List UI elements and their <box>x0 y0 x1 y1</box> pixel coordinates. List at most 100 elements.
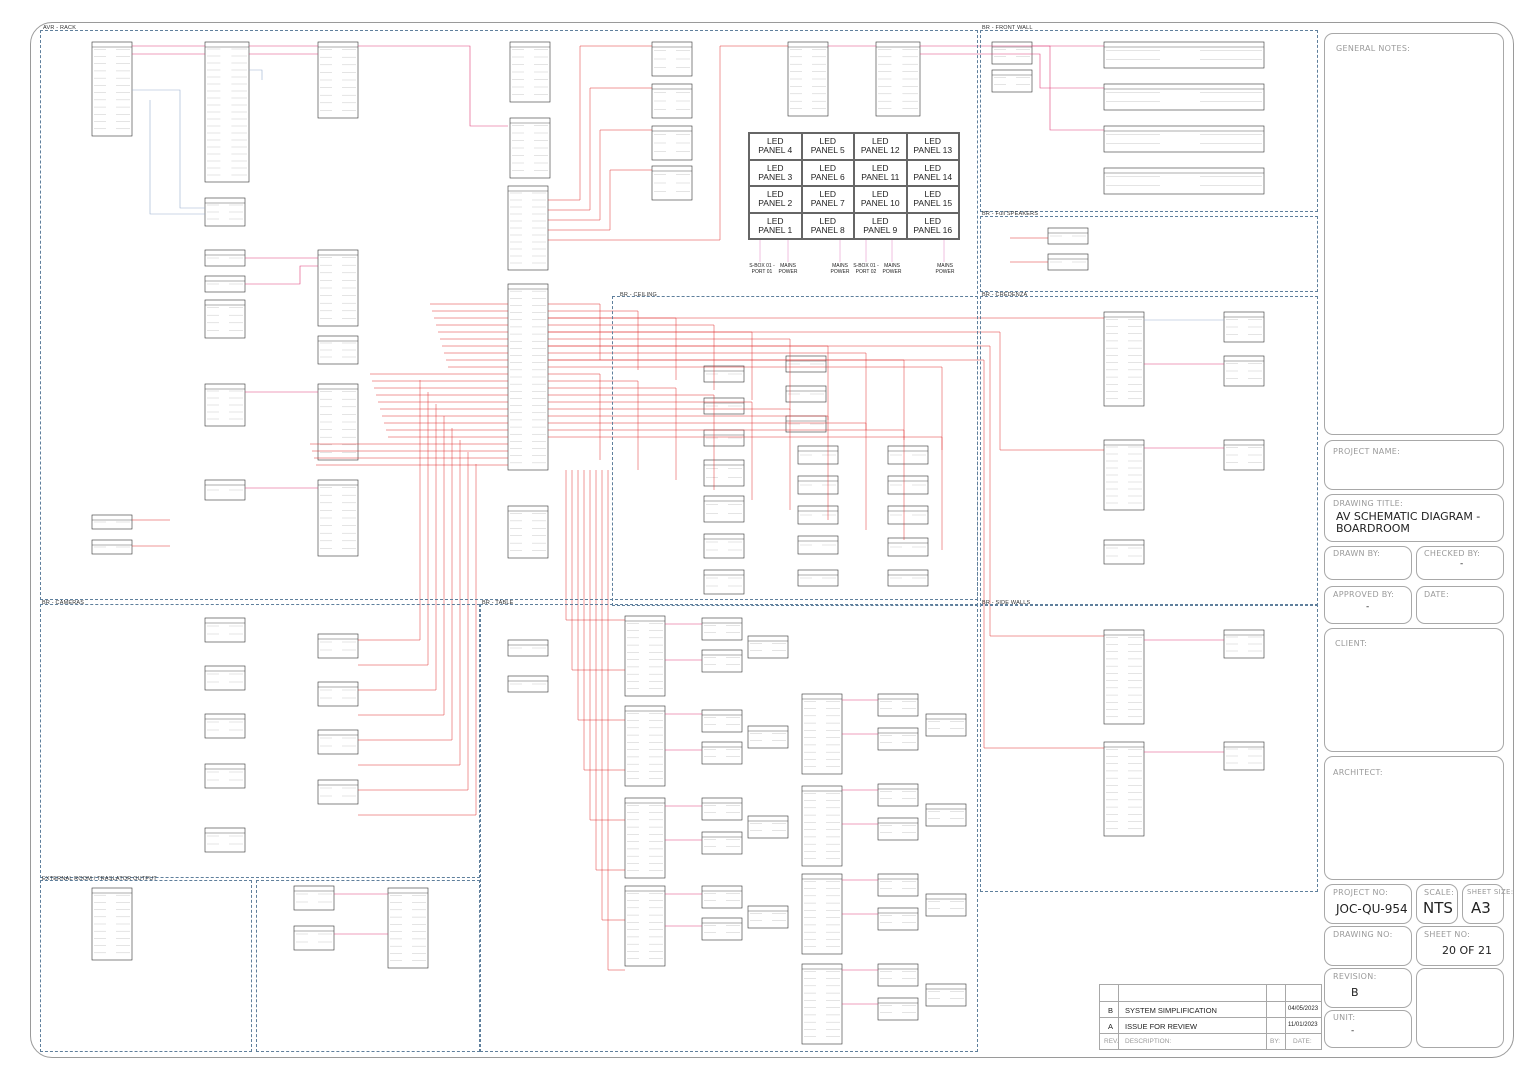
sheet-no: 20 OF 21 <box>1442 944 1492 957</box>
camera-device-block <box>317 633 359 659</box>
network-link <box>548 87 652 211</box>
camera-device-block <box>507 675 549 693</box>
led-panel-11: LED PANEL 11 <box>854 159 907 186</box>
table-device-block <box>877 693 919 717</box>
revision-col-divider-2 <box>1266 985 1267 1049</box>
network-link <box>548 366 943 450</box>
ceiling-device-block <box>703 533 745 559</box>
drawn-by-label: DRAWN BY: <box>1333 549 1381 558</box>
table-device-block <box>801 785 843 867</box>
led-panel-6: LED PANEL 6 <box>801 159 854 186</box>
credenza-device-block <box>1223 741 1265 771</box>
ceiling-device-block <box>797 445 839 465</box>
led-panel-7: LED PANEL 7 <box>801 186 854 213</box>
table-device-block <box>877 873 919 897</box>
network-link <box>548 45 788 241</box>
front-wall-device-block <box>1103 125 1265 153</box>
network-link <box>589 470 625 821</box>
ceiling-device-block <box>797 475 839 495</box>
network-link <box>548 310 639 370</box>
led-panel-10: LED PANEL 10 <box>854 186 907 213</box>
camera-device-block <box>204 617 246 643</box>
ceiling-device-block <box>887 537 929 557</box>
usb-link <box>149 100 205 215</box>
table-device-block <box>701 617 743 641</box>
rack-device-block <box>204 383 246 427</box>
rack-device-block <box>317 335 359 365</box>
credenza-device-block <box>1103 439 1145 511</box>
network-link <box>358 452 469 791</box>
power-label-sbox-port-02: S-BOX 01 - PORT 02 <box>853 263 879 275</box>
led-panel-3: LED PANEL 3 <box>749 159 802 186</box>
drawing-no-label: DRAWING NO: <box>1333 930 1393 939</box>
usb-link <box>132 89 205 209</box>
revision-row-b: B SYSTEM SIMPLIFICATION 04/05/2023 <box>1100 1001 1321 1018</box>
table-device-block <box>701 797 743 821</box>
front-wall-device-block <box>1047 227 1089 245</box>
revision-header-row: REV. DESCRIPTION: BY: DATE: <box>1100 1033 1321 1049</box>
network-link <box>548 303 601 360</box>
credenza-device-block <box>1103 539 1145 565</box>
led-panel-13: LED PANEL 13 <box>906 133 959 160</box>
credenza-device-block <box>1103 629 1145 725</box>
external-device-block <box>293 885 335 911</box>
rack-device-block <box>651 125 693 161</box>
client-label: CLIENT: <box>1335 639 1368 648</box>
led-panel-15: LED PANEL 15 <box>906 186 959 213</box>
ceiling-device-block <box>785 355 827 373</box>
network-link <box>565 470 625 621</box>
ceiling-device-block <box>797 505 839 525</box>
rack-device-block <box>651 41 693 77</box>
rack-device-block <box>204 479 246 501</box>
network-link <box>548 359 1104 749</box>
scale-label: SCALE: <box>1424 888 1455 897</box>
network-link <box>358 404 437 691</box>
network-link <box>548 373 601 460</box>
led-panel-8: LED PANEL 8 <box>801 212 854 239</box>
date-box <box>1416 586 1504 624</box>
network-link <box>548 394 715 490</box>
ceiling-device-block <box>703 397 745 415</box>
zone-external-room <box>40 880 252 1052</box>
approved-by: - <box>1366 602 1370 612</box>
zone-label-full-speakers: BR - Full SPEAKERS <box>982 211 1039 217</box>
zone-label-cameras: BR - CAMERAS <box>42 600 85 606</box>
rack-device-block <box>651 165 693 201</box>
led-panel-16: LED PANEL 16 <box>906 212 959 239</box>
network-link <box>571 470 625 671</box>
zone-label-avr-rack: AVR - RACK <box>43 25 77 31</box>
revision-table: B SYSTEM SIMPLIFICATION 04/05/2023 A ISS… <box>1099 984 1322 1050</box>
network-link <box>577 470 625 721</box>
power-label-mains-4: MAINS POWER <box>935 263 955 275</box>
architect-box <box>1324 756 1504 880</box>
network-link <box>548 331 1104 451</box>
led-panel-9: LED PANEL 9 <box>854 212 907 239</box>
table-device-block <box>624 615 666 697</box>
revision-label: REVISION: <box>1333 972 1377 981</box>
drawing-no-box <box>1324 926 1412 966</box>
approved-by-box <box>1324 586 1412 624</box>
led-panel-4: LED PANEL 4 <box>749 133 802 160</box>
project-name-label: PROJECT NAME: <box>1333 447 1401 456</box>
table-device-block <box>925 983 967 1007</box>
revision-row-b-date: 04/05/2023 <box>1288 1006 1319 1012</box>
power-label-mains-2: MAINS POWER <box>830 263 850 275</box>
camera-device-block <box>317 729 359 755</box>
credenza-device-block <box>1103 311 1145 407</box>
table-device-block <box>701 831 743 855</box>
unit-box <box>1324 1010 1412 1048</box>
sheet-no-label: SHEET NO: <box>1424 930 1471 939</box>
ceiling-device-block <box>797 535 839 555</box>
table-device-block <box>925 713 967 737</box>
network-link <box>548 380 639 470</box>
zone-front-wall <box>980 30 1318 212</box>
network-link <box>601 470 625 921</box>
zone-label-credenza: BR - CREDENZA <box>982 292 1028 298</box>
network-link <box>583 470 625 771</box>
revision-col-divider-3 <box>1285 985 1286 1049</box>
led-panel-14: LED PANEL 14 <box>906 159 959 186</box>
revision-row-a-description: ISSUE FOR REVIEW <box>1125 1022 1198 1031</box>
credenza-device-block <box>1103 741 1145 837</box>
revision-header-rev: REV. <box>1104 1038 1119 1045</box>
